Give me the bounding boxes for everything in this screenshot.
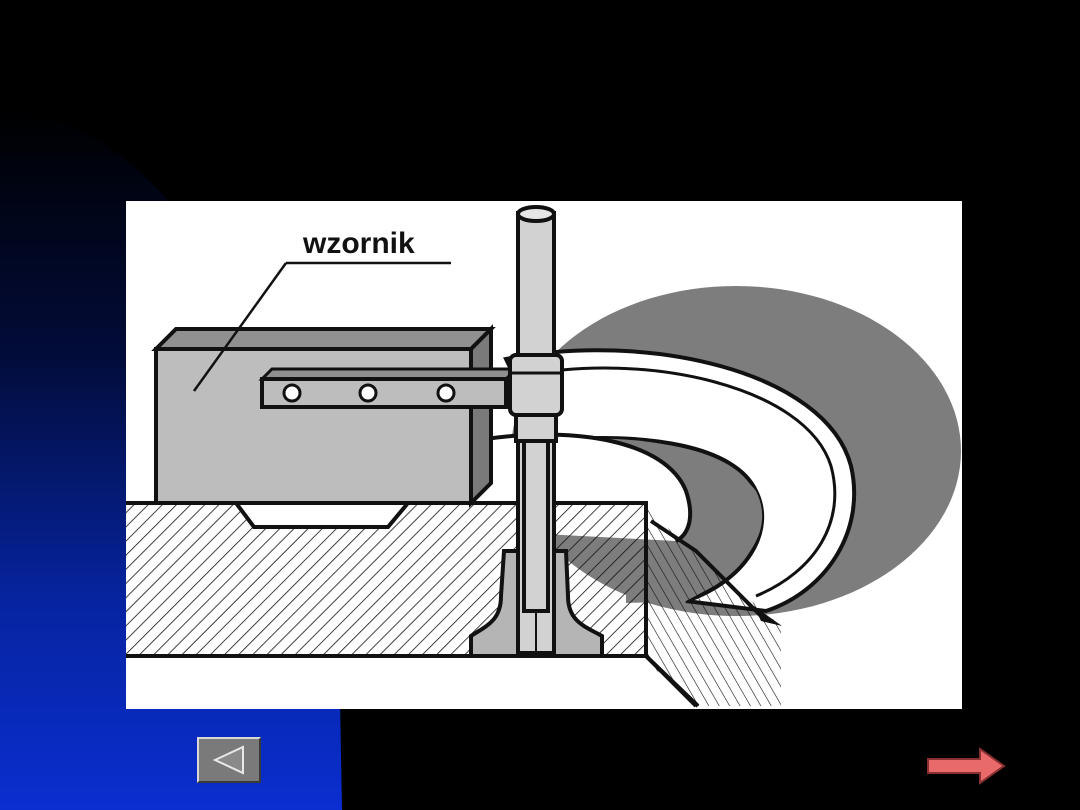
technical-illustration: wzornik: [126, 201, 962, 709]
back-button[interactable]: [197, 737, 261, 783]
follower-arm: [258, 367, 520, 409]
label-wzornik: wzornik: [302, 227, 415, 260]
vertical-spindle: [508, 205, 564, 655]
triangle-left-icon: [212, 745, 244, 775]
arrow-right-icon: [927, 747, 1006, 785]
label-leader: [192, 261, 451, 392]
base-section: [126, 501, 648, 658]
next-button[interactable]: [924, 745, 1006, 787]
template-block: [151, 324, 496, 508]
